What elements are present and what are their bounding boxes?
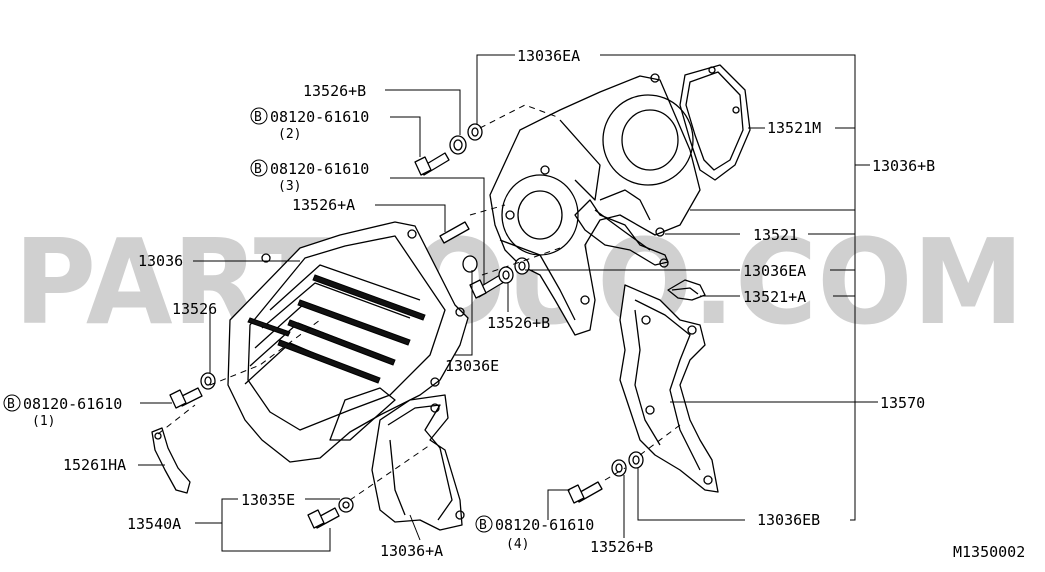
svg-text:B: B <box>7 397 15 412</box>
label-13036eb: 13036EB <box>757 511 820 529</box>
label-13036: 13036 <box>138 252 183 270</box>
grommet-13526a <box>439 221 478 273</box>
cover-ribs <box>247 274 426 384</box>
bolt-13540a <box>307 507 340 529</box>
label-bolt-4-qty: (4) <box>506 537 529 552</box>
diagram-code: M1350002 <box>953 543 1025 561</box>
bolt-badge-3: B <box>250 159 268 177</box>
front-timing-cover-lower <box>227 221 469 463</box>
label-13035e: 13035E <box>241 491 295 509</box>
svg-text:B: B <box>254 110 262 125</box>
label-13036e: 13036E <box>445 357 499 375</box>
label-13036b: 13036+B <box>872 157 935 175</box>
bolt-4 <box>567 481 603 504</box>
grommet-13526b-top <box>449 135 467 155</box>
label-bolt-3: 08120-61610 <box>270 160 369 178</box>
label-13526: 13526 <box>172 300 217 318</box>
leader-lines <box>138 54 878 552</box>
label-13521: 13521 <box>753 226 798 244</box>
label-bolt-3-qty: (3) <box>278 179 301 194</box>
bolt-2 <box>414 152 450 176</box>
bolt-1 <box>169 387 203 409</box>
label-bolt-2-qty: (2) <box>278 127 301 142</box>
label-bolt-4: 08120-61610 <box>495 516 594 534</box>
grommet-13526 <box>200 372 216 390</box>
label-15261ha: 15261HA <box>63 456 126 474</box>
label-13036ea-mid: 13036EA <box>743 262 806 280</box>
bolt-badge-4: B <box>475 515 493 533</box>
cover-13036a <box>371 394 465 531</box>
label-13526b-top: 13526+B <box>303 82 366 100</box>
label-bolt-1: 08120-61610 <box>23 395 122 413</box>
grommet-13526b-mid <box>498 266 514 284</box>
grommet-13526b-bot <box>611 459 627 477</box>
label-13570: 13570 <box>880 394 925 412</box>
label-13521a: 13521+A <box>743 288 806 306</box>
part-labels: 13036EA 13526+B B 08120-61610 (2) B 0812… <box>3 47 1025 561</box>
gasket-13521 <box>574 199 669 268</box>
label-13540a: 13540A <box>127 515 181 533</box>
label-13036ea-top: 13036EA <box>517 47 580 65</box>
svg-text:B: B <box>254 162 262 177</box>
gasket-13521m <box>679 64 751 181</box>
label-13526b-mid: 13526+B <box>487 314 550 332</box>
svg-text:B: B <box>479 518 487 533</box>
grommet-13036ea-top <box>467 123 483 141</box>
bolt-badge-2: B <box>250 107 268 125</box>
grommet-13036eb <box>628 451 644 469</box>
bracket-15261ha <box>151 427 191 494</box>
gasket-13570 <box>619 284 719 493</box>
washer-13035e <box>338 497 354 513</box>
grommet-13036ea-mid <box>514 257 530 275</box>
gasket-13521a <box>667 279 706 301</box>
label-13521m: 13521M <box>767 119 821 137</box>
bolt-badge-1: B <box>3 394 21 412</box>
label-13526b-bot: 13526+B <box>590 538 653 556</box>
label-bolt-2: 08120-61610 <box>270 108 369 126</box>
assembly-lines <box>157 104 681 501</box>
label-13526a: 13526+A <box>292 196 355 214</box>
label-bolt-1-qty: (1) <box>32 414 55 429</box>
label-13036a: 13036+A <box>380 542 443 560</box>
